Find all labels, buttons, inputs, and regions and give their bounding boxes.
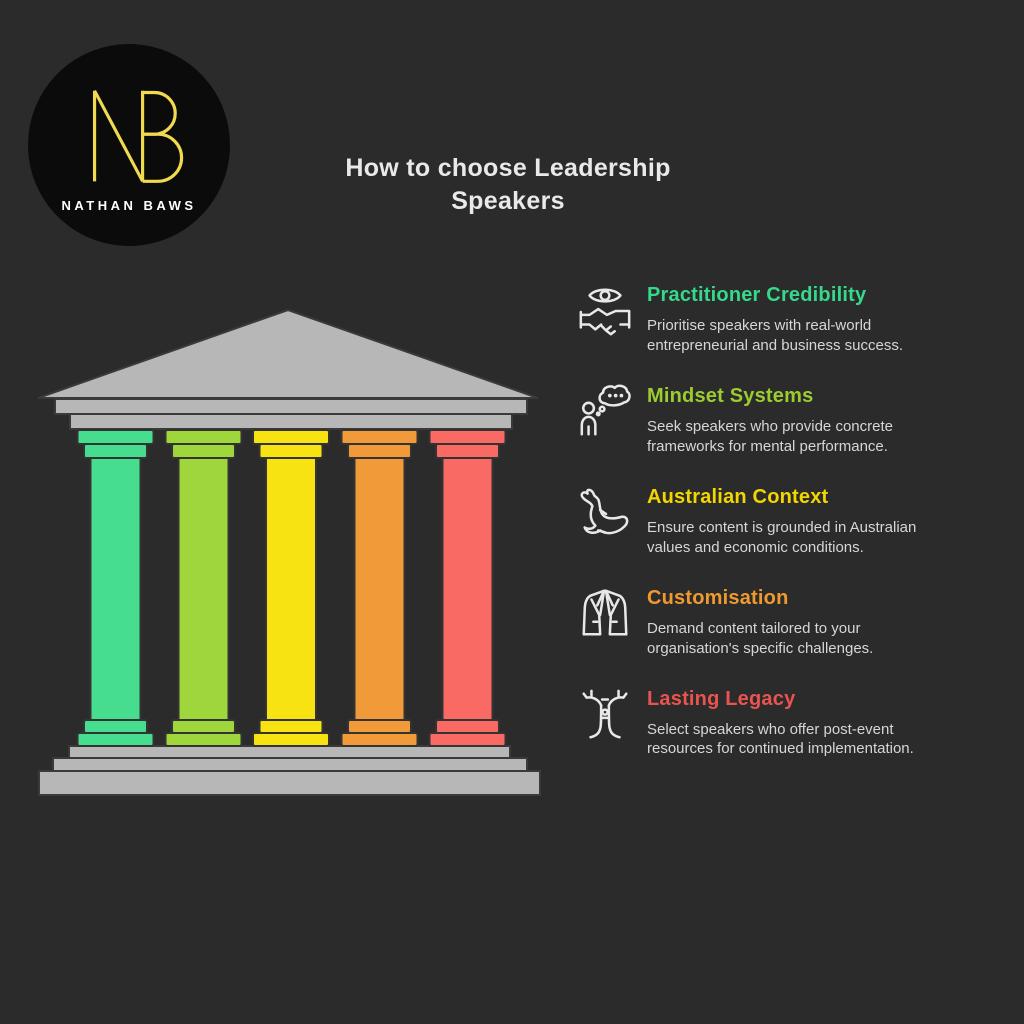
section-heading: Lasting Legacy (647, 687, 796, 710)
section-heading: Customisation (647, 586, 789, 609)
temple-entablature-bottom (69, 413, 513, 430)
list-item-customisation: Customisation Demand content tailored to… (576, 585, 988, 659)
list-item-lasting-legacy: Lasting Legacy Select speakers who offer… (576, 686, 988, 760)
temple-entablature-top (54, 398, 528, 415)
five-pillar-temple-illustration (37, 308, 541, 796)
person-thought-bubble-icon (580, 384, 631, 436)
page-title: How to choose Leadership Speakers (345, 154, 671, 215)
section-heading: Practitioner Credibility (647, 284, 867, 306)
nathan-baws-logo: NATHAN BAWS (28, 44, 230, 246)
tree-icon (582, 689, 628, 738)
section-body: Prioritise speakers with real-world entr… (647, 317, 903, 354)
section-body: Select speakers who offer post-event res… (647, 720, 914, 758)
temple-pediment (37, 308, 539, 399)
list-item-australian-context: Australian Context Ensure content is gro… (576, 484, 988, 558)
suit-jacket-icon (582, 589, 628, 636)
section-body: Seek speakers who provide concrete frame… (647, 417, 893, 455)
temple-stair-2 (52, 757, 528, 772)
kangaroo-icon (580, 488, 629, 535)
section-body: Demand content tailored to your organisa… (647, 619, 874, 657)
eye-handshake-icon (579, 288, 631, 336)
section-heading: Mindset Systems (647, 384, 814, 407)
list-item-practitioner-credibility: Practitioner Credibility Prioritise spea… (576, 282, 988, 356)
pillar-lasting-legacy (428, 429, 507, 747)
pillar-mindset-systems (164, 429, 243, 747)
temple-stair-3 (38, 770, 541, 796)
logo-name: NATHAN BAWS (61, 197, 197, 213)
pillar-practitioner-credibility (76, 429, 155, 747)
temple-stair-1 (68, 745, 511, 759)
section-heading: Australian Context (647, 485, 829, 508)
list-item-mindset-systems: Mindset Systems Seek speakers who provid… (576, 383, 988, 457)
pillar-customisation (340, 429, 419, 747)
section-body: Ensure content is grounded in Australian… (647, 518, 917, 556)
nb-monogram-icon (92, 89, 184, 183)
pillar-australian-context (252, 429, 330, 747)
criteria-list: Practitioner Credibility Prioritise spea… (576, 282, 988, 786)
